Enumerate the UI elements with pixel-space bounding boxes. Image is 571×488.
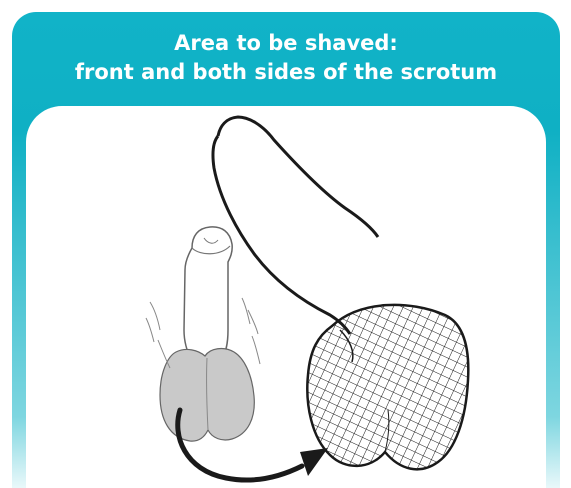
- hatched-scrotum-side-view: [307, 305, 468, 469]
- front-view-penis: [184, 227, 232, 358]
- side-view-outline: [213, 117, 378, 334]
- front-view-scrotum: [160, 349, 254, 442]
